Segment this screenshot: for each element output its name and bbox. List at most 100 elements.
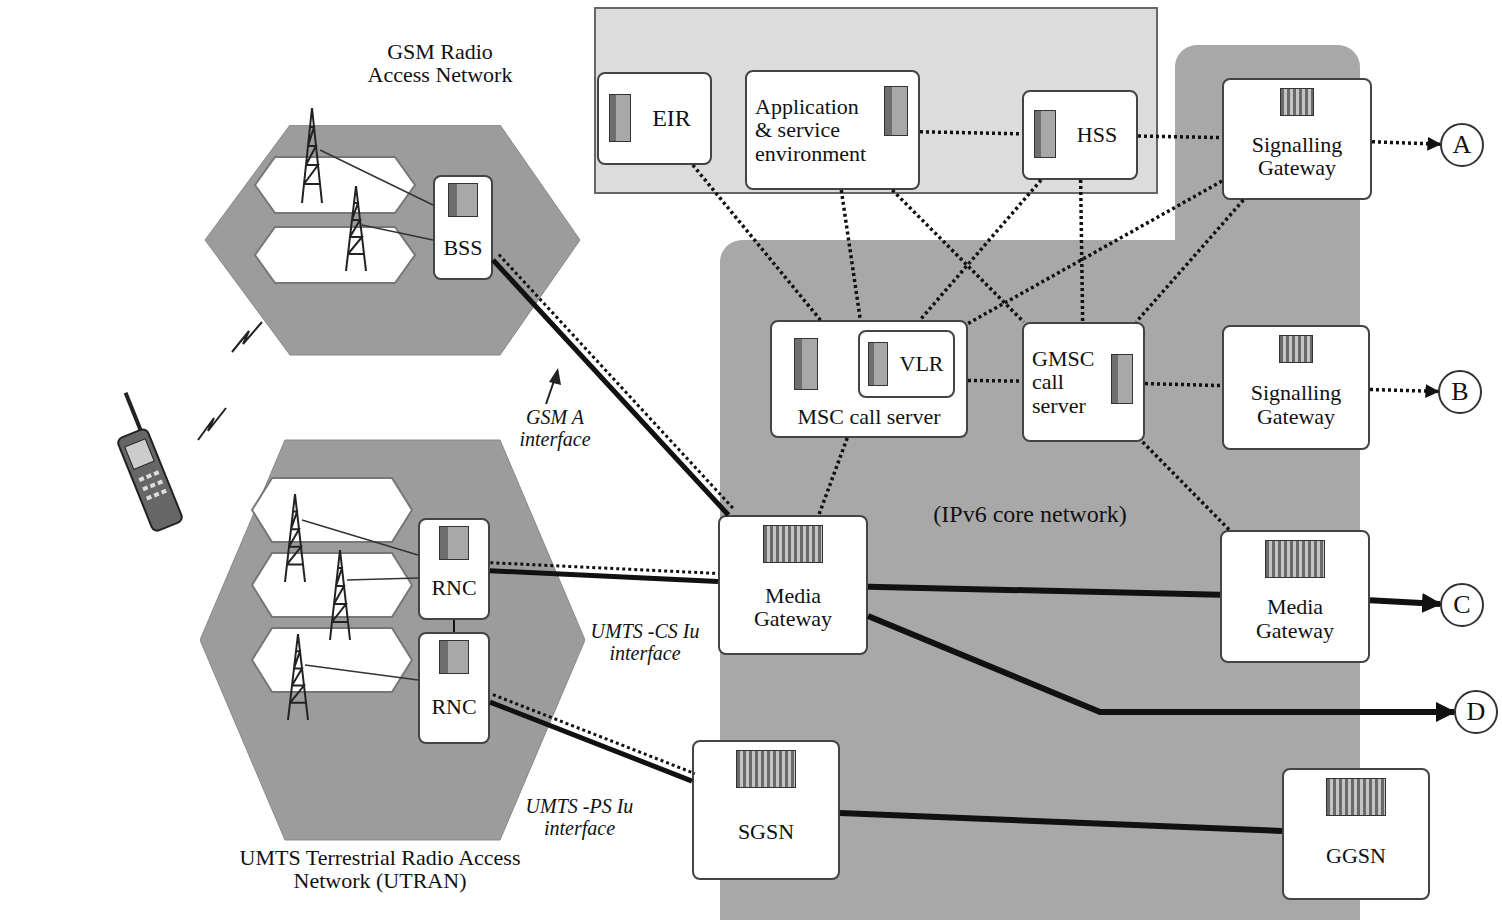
node-label: GSM Radio Access Network <box>365 40 515 86</box>
link-group <box>490 563 718 582</box>
radio-cells <box>252 157 415 692</box>
node-label: UMTS Terrestrial Radio Access Network (U… <box>220 846 540 892</box>
server-icon <box>1280 88 1314 116</box>
node-label: B <box>1451 378 1468 405</box>
signalling-link <box>1136 200 1243 322</box>
link-group <box>868 616 1454 712</box>
network-element-box: GGSN <box>1282 768 1430 900</box>
node-label: EIR <box>652 106 691 131</box>
network-element-box: VLR <box>858 330 955 398</box>
signalling-link <box>1081 180 1083 322</box>
server-icon <box>439 640 469 674</box>
node-label: Signalling Gateway <box>1230 133 1364 179</box>
connection-terminal: C <box>1440 583 1484 627</box>
link-group <box>868 587 1220 595</box>
node-label: VLR <box>900 352 944 375</box>
signalling-companion-line <box>499 255 734 510</box>
link-group <box>1370 600 1440 604</box>
link-group <box>1138 136 1222 138</box>
signalling-link <box>892 190 1023 322</box>
service-panel <box>595 8 1157 193</box>
server-icon <box>1326 778 1386 816</box>
node-label: A <box>1453 131 1472 158</box>
signalling-link <box>968 181 1222 323</box>
core-network-region: (IPv6 core network) MSC call server VLR GMS… <box>720 240 1360 920</box>
network-element-box: BSS <box>433 175 493 280</box>
node-label: RNC <box>431 695 476 718</box>
signalling-link <box>819 438 847 515</box>
server-icon <box>1279 335 1313 363</box>
server-icon <box>884 86 908 136</box>
bearer-link <box>493 260 728 515</box>
bearer-link <box>840 813 1282 831</box>
link-group <box>892 190 1023 322</box>
link-group <box>841 190 860 320</box>
node-label: C <box>1453 591 1470 618</box>
antenna-tower <box>288 634 308 720</box>
signalling-link <box>1138 136 1222 138</box>
interface-label: GSM A interface <box>505 406 605 450</box>
signalling-link <box>1370 390 1438 392</box>
bearer-link <box>453 620 455 632</box>
node-label: Media Gateway <box>1228 595 1362 641</box>
network-element-box: HSS <box>1022 90 1138 180</box>
link-group <box>920 180 1041 320</box>
link-group <box>493 255 734 515</box>
network-element-box: Signalling Gateway <box>1222 325 1370 450</box>
signalling-link <box>920 180 1041 320</box>
node-label: GMSC call server <box>1032 347 1103 416</box>
link-group <box>1081 180 1083 322</box>
network-element-box: Media Gateway <box>718 515 868 655</box>
link-group <box>819 438 847 515</box>
hexagon-fill <box>205 125 580 355</box>
bearer-link <box>868 616 1454 712</box>
node-label: BSS <box>443 236 482 259</box>
signalling-companion-line <box>493 695 695 774</box>
network-element-box: RNC <box>418 518 490 620</box>
tower-links <box>302 150 433 680</box>
link-group <box>1136 200 1243 322</box>
node-label: SGSN <box>738 820 794 843</box>
node-label: MSC call server <box>798 405 941 428</box>
node-label: Application & service environment <box>755 95 878 164</box>
server-icon <box>763 525 823 563</box>
link-group <box>693 165 821 320</box>
server-icon <box>1265 540 1325 578</box>
bearer-link <box>1370 600 1440 604</box>
signalling-link <box>920 132 1022 134</box>
network-element-box: SGSN <box>692 740 840 880</box>
signalling-link <box>968 379 1022 383</box>
node-label: (IPv6 core network) <box>895 502 1165 527</box>
connection-terminal: D <box>1454 690 1498 734</box>
network-element-box: EIR <box>597 72 712 165</box>
antenna-towers <box>285 108 366 720</box>
server-icon <box>736 750 796 788</box>
link-group <box>968 380 1022 382</box>
node-label: D <box>1467 698 1486 725</box>
link-group <box>1145 384 1222 386</box>
antenna-tower <box>285 494 305 582</box>
bearer-link <box>490 702 692 781</box>
interface-label: UMTS -PS Iu interface <box>522 795 637 839</box>
link-group <box>968 181 1222 323</box>
signalling-link <box>841 190 860 320</box>
hexagon-fill <box>200 440 585 840</box>
link-group <box>1143 442 1230 530</box>
server-icon <box>609 94 631 142</box>
network-element-box: GMSC call server <box>1022 322 1145 442</box>
signalling-companion-line <box>490 563 718 574</box>
signalling-link <box>1143 442 1230 530</box>
node-label: RNC <box>431 576 476 599</box>
link-group <box>490 695 695 781</box>
connection-terminal: A <box>1440 123 1484 167</box>
antenna-tower <box>346 186 366 271</box>
server-icon <box>868 342 888 386</box>
node-label: Signalling Gateway <box>1230 381 1362 427</box>
link-group <box>1370 390 1438 392</box>
connection-terminal: B <box>1438 370 1482 414</box>
link-group <box>920 132 1022 134</box>
network-element-box: RNC <box>418 632 490 744</box>
server-icon <box>448 183 478 217</box>
node-label: Media Gateway <box>726 584 860 630</box>
